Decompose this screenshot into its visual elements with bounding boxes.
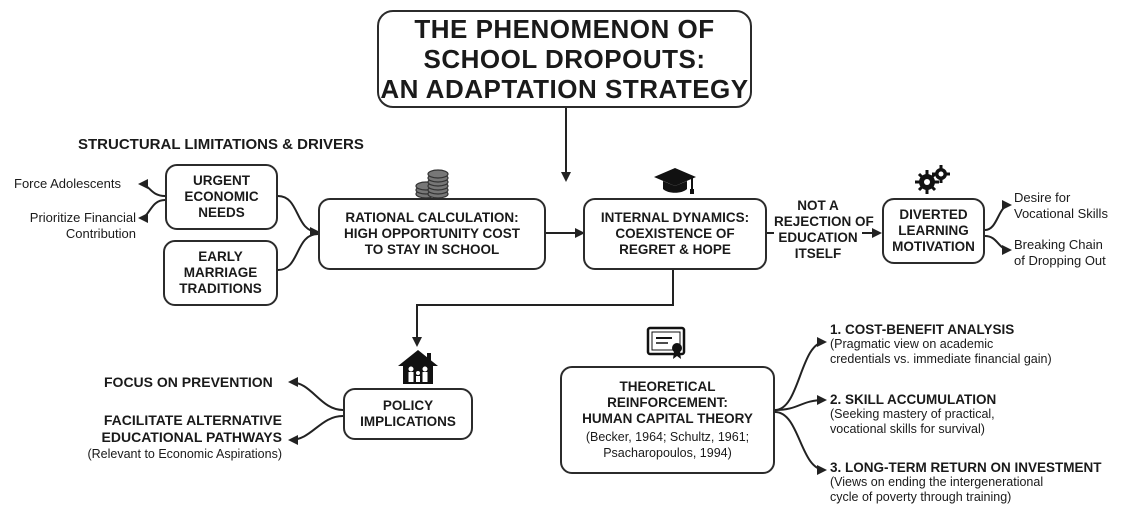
- rational-calculation-box: RATIONAL CALCULATION: HIGH OPPORTUNITY C…: [318, 198, 546, 270]
- early-marriage-box: EARLY MARRIAGE TRADITIONS: [163, 240, 278, 306]
- breaking-line-1: Breaking Chain: [1014, 237, 1103, 252]
- marriage-line-3: TRADITIONS: [179, 281, 262, 296]
- point-3-desc-line-1: (Views on ending the intergenerational: [830, 475, 1044, 489]
- graduation-cap-icon: [654, 168, 696, 194]
- not-rejection-line-1: NOT A: [797, 198, 839, 213]
- arrow-to-point-2: [774, 395, 827, 411]
- rational-line-1: RATIONAL CALCULATION:: [345, 210, 519, 225]
- marriage-line-2: MARRIAGE: [183, 265, 258, 280]
- diverted-line-1: DIVERTED: [899, 207, 968, 222]
- breaking-line-2: of Dropping Out: [1014, 253, 1106, 268]
- diverted-motivation-box: DIVERTED LEARNING MOTIVATION: [882, 198, 985, 264]
- prioritize-line-2: Contribution: [65, 226, 136, 241]
- force-adolescents-text: Force Adolescents: [14, 176, 121, 191]
- coins-icon: [415, 169, 449, 199]
- urgent-line-3: NEEDS: [198, 205, 245, 220]
- prioritize-line-1: Prioritize Financial: [29, 210, 136, 225]
- not-rejection-line-2: REJECTION OF: [774, 214, 874, 229]
- arrow-to-prevention: [288, 377, 344, 411]
- point-3-desc-line-2: cycle of poverty through training): [830, 490, 1012, 504]
- theory-cite-line-2: Psacharopoulos, 1994): [603, 446, 732, 460]
- arrow-to-prioritize: [138, 199, 166, 223]
- point-3: 3. LONG-TERM RETURN ON INVESTMENT (Views…: [830, 460, 1102, 505]
- point-2-desc: (Seeking mastery of practical, vocationa…: [830, 407, 996, 437]
- point-1-title: 1. COST-BENEFIT ANALYSIS: [830, 322, 1015, 337]
- urgent-line-1: URGENT: [193, 173, 250, 188]
- point-1-desc: (Pragmatic view on academic credentials …: [830, 337, 1052, 367]
- rational-line-2: HIGH OPPORTUNITY COST: [343, 226, 520, 241]
- family-house-icon: [398, 350, 438, 384]
- title-line-2: SCHOOL DROPOUTS:: [423, 44, 706, 74]
- gears-icon: [915, 165, 950, 194]
- point-1: 1. COST-BENEFIT ANALYSIS (Pragmatic view…: [830, 322, 1052, 367]
- arrow-marriage-rational: [277, 233, 319, 271]
- marriage-line-1: EARLY: [198, 249, 243, 264]
- certificate-icon: [646, 326, 686, 359]
- point-2-title: 2. SKILL ACCUMULATION: [830, 392, 997, 407]
- theoretical-reinforcement-box: THEORETICAL REINFORCEMENT: HUMAN CAPITAL…: [560, 366, 775, 474]
- section-heading: STRUCTURAL LIMITATIONS & DRIVERS: [78, 136, 364, 153]
- arrow-to-force: [138, 179, 166, 197]
- arrow-to-point-1: [774, 337, 827, 411]
- point-2-desc-line-1: (Seeking mastery of practical,: [830, 407, 995, 421]
- internal-dynamics-box: INTERNAL DYNAMICS: COEXISTENCE OF REGRET…: [583, 198, 767, 270]
- title-line-1: THE PHENOMENON OF: [414, 14, 715, 44]
- facilitate-text: FACILITATE ALTERNATIVE EDUCATIONAL PATHW…: [30, 412, 282, 462]
- desire-text: Desire for Vocational Skills: [1014, 190, 1108, 222]
- desire-line-2: Vocational Skills: [1014, 206, 1108, 221]
- point-1-desc-line-1: (Pragmatic view on academic: [830, 337, 994, 351]
- internal-line-1: INTERNAL DYNAMICS:: [600, 210, 750, 225]
- arrow-to-point-3: [774, 411, 827, 475]
- theory-line-3: HUMAN CAPITAL THEORY: [582, 411, 753, 426]
- theory-citation: (Becker, 1964; Schultz, 1961; Psacharopo…: [586, 429, 749, 461]
- facilitate-note: (Relevant to Economic Aspirations): [87, 447, 282, 461]
- internal-line-2: COEXISTENCE OF: [615, 226, 735, 241]
- urgent-line-2: ECONOMIC: [184, 189, 259, 204]
- desire-line-1: Desire for: [1014, 190, 1071, 205]
- facilitate-line-1: FACILITATE ALTERNATIVE: [103, 412, 282, 428]
- arrow-to-desire: [984, 200, 1012, 231]
- title-line-3: AN ADAPTATION STRATEGY: [380, 74, 749, 104]
- not-rejection-text: NOT A REJECTION OF EDUCATION ITSELF: [774, 198, 874, 262]
- diverted-line-2: LEARNING: [898, 223, 969, 238]
- point-1-desc-line-2: credentials vs. immediate financial gain…: [830, 352, 1052, 366]
- policy-line-2: IMPLICATIONS: [360, 414, 456, 429]
- prioritize-text: Prioritize Financial Contribution: [14, 210, 136, 242]
- theory-line-1: THEORETICAL: [619, 379, 716, 394]
- arrow-internal-policy: [412, 270, 674, 347]
- urgent-needs-box: URGENT ECONOMIC NEEDS: [165, 164, 278, 230]
- point-3-title: 3. LONG-TERM RETURN ON INVESTMENT: [830, 460, 1102, 475]
- rational-line-3: TO STAY IN SCHOOL: [364, 242, 500, 257]
- internal-line-3: REGRET & HOPE: [619, 242, 731, 257]
- breaking-text: Breaking Chain of Dropping Out: [1014, 237, 1106, 269]
- facilitate-line-2: EDUCATIONAL PATHWAYS: [101, 429, 282, 445]
- diverted-line-3: MOTIVATION: [892, 239, 975, 254]
- arrow-to-breaking: [984, 235, 1012, 255]
- point-3-desc: (Views on ending the intergenerational c…: [830, 475, 1102, 505]
- arrow-urgent-rational: [277, 195, 320, 237]
- point-2-desc-line-2: vocational skills for survival): [830, 422, 985, 436]
- title-box: THE PHENOMENON OF SCHOOL DROPOUTS: AN AD…: [377, 10, 752, 108]
- policy-line-1: POLICY: [382, 398, 434, 413]
- focus-prevention-text: FOCUS ON PREVENTION: [104, 374, 273, 390]
- not-rejection-line-4: ITSELF: [794, 246, 842, 261]
- theory-cite-line-1: (Becker, 1964; Schultz, 1961;: [585, 430, 750, 444]
- point-2: 2. SKILL ACCUMULATION (Seeking mastery o…: [830, 392, 996, 437]
- theory-line-2: REINFORCEMENT:: [607, 395, 728, 410]
- policy-implications-box: POLICY IMPLICATIONS: [343, 388, 473, 440]
- arrow-to-facilitate: [288, 415, 344, 445]
- not-rejection-line-3: EDUCATION: [778, 230, 858, 245]
